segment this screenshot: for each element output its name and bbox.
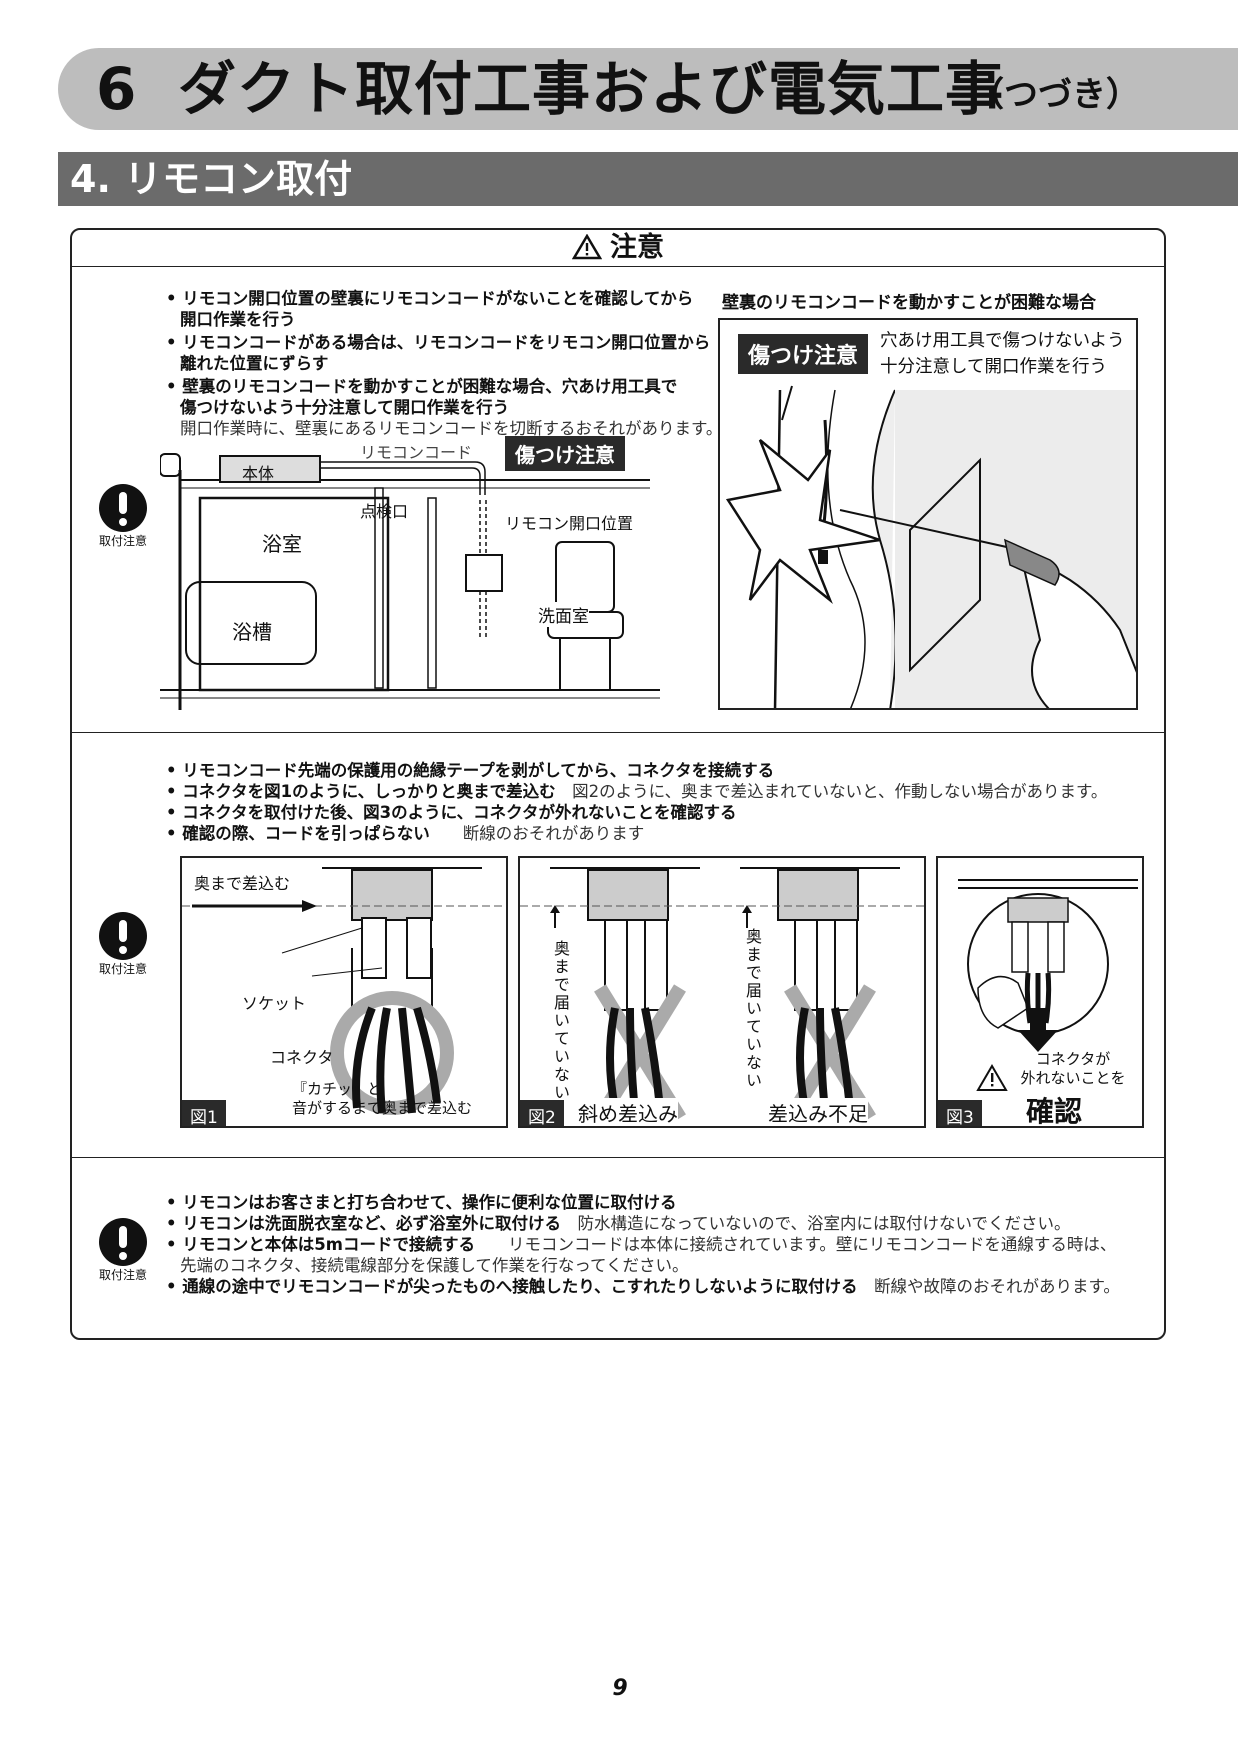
room-layout-drawing <box>159 453 660 710</box>
label-bathtub: 浴槽 <box>232 620 272 644</box>
label-opening: リモコン開口位置 <box>505 514 634 533</box>
incorrect-insertion-drawing <box>520 867 924 1122</box>
caution-mark-3: 取付注意 <box>88 1218 158 1283</box>
label-unit: 本体 <box>242 464 275 483</box>
caution-mark-1: 取付注意 <box>88 484 158 549</box>
figure-2: 奥まで届いていない 奥まで届いていない 図2 斜め差込み 差込み不足 <box>518 856 926 1128</box>
caution-heading: 注意 <box>72 230 1164 267</box>
label-bathroom: 浴室 <box>262 532 302 556</box>
chapter-number: 6 <box>96 55 137 123</box>
damage-caution-tag-2: 傷つけ注意 <box>738 334 869 374</box>
installation-diagram: リモコンコード 本体 点検口 浴室 浴槽 傷つけ注意 リモコン開口位置 洗面室 <box>159 436 660 710</box>
pull-check-drawing <box>958 879 1138 1091</box>
mark-label: 取付注意 <box>98 962 147 976</box>
label-click: 『カチッ』と音がするまで奥まで差込む <box>292 1080 473 1117</box>
caution-title: 注意 <box>610 232 664 263</box>
row2-bullets: • リモコンコード先端の保護用の絶縁テープを剥がしてから、コネクタを接続する •… <box>166 761 1108 843</box>
drilling-caution-text: 穴あけ用工具で傷つけないよう 十分注意して開口作業を行う <box>880 331 1125 377</box>
right-heading: 壁裏のリモコンコードを動かすことが困難な場合 <box>722 293 1096 313</box>
figure-1-tag: 図1 <box>182 1100 226 1126</box>
warning-triangle-icon <box>571 233 603 260</box>
page-number: 9 <box>612 1676 628 1701</box>
caution-panel <box>70 228 1166 1340</box>
chapter-suffix: （つづき） <box>970 75 1140 115</box>
label-confirm: 確認 <box>1026 1095 1083 1128</box>
section-title: 4. リモコン取付 <box>70 157 353 201</box>
figure-2-tag: 図2 <box>520 1100 564 1126</box>
label-not-reached-2: 奥まで届いていない <box>743 928 762 1090</box>
confirm-text: コネクタが外れないことを <box>1020 1050 1126 1087</box>
exclamation-icon <box>99 484 147 532</box>
figure-3: コネクタが外れないことを 確認 図3 <box>936 856 1144 1128</box>
label-inspection: 点検口 <box>360 502 409 521</box>
figure-1: 奥まで差込む ソケット コネクタ 『カチッ』と音がするまで奥まで差込む 図1 <box>180 856 508 1128</box>
exclamation-icon <box>99 912 147 960</box>
exclamation-icon <box>99 1218 147 1266</box>
row3-bullets: • リモコンはお客さまと打ち合わせて、操作に便利な位置に取付ける • リモコンは… <box>166 1193 1120 1296</box>
chapter-title: ダクト取付工事および電気工事 <box>178 55 1005 123</box>
drilling-illustration: 傷つけ注意 穴あけ用工具で傷つけないよう 十分注意して開口作業を行う <box>718 318 1138 710</box>
row1-bullets: • リモコン開口位置の壁裏にリモコンコードがないことを確認してから 開口作業を行… <box>166 289 723 438</box>
label-washroom: 洗面室 <box>538 602 589 627</box>
damage-caution-tag: 傷つけ注意 <box>505 436 625 471</box>
label-push: 奥まで差込む <box>194 874 291 893</box>
caution-mark-2: 取付注意 <box>88 912 158 977</box>
label-slanted: 斜め差込み <box>578 1098 678 1126</box>
label-not-reached-1: 奥まで届いていない <box>551 940 570 1102</box>
row-divider-2 <box>72 1157 1164 1158</box>
label-connector: コネクタ <box>270 1048 334 1067</box>
label-cord: リモコンコード <box>360 443 473 462</box>
wall-saw-drawing <box>725 385 1136 708</box>
mark-label: 取付注意 <box>98 1268 147 1282</box>
correct-insertion-drawing <box>182 867 506 1115</box>
section-band <box>58 152 1238 206</box>
header-band <box>58 48 1238 130</box>
label-insufficient: 差込み不足 <box>768 1098 868 1126</box>
label-socket: ソケット <box>242 994 307 1013</box>
mark-label: 取付注意 <box>98 534 147 548</box>
figure-3-tag: 図3 <box>938 1100 982 1126</box>
row-divider-1 <box>72 732 1164 733</box>
